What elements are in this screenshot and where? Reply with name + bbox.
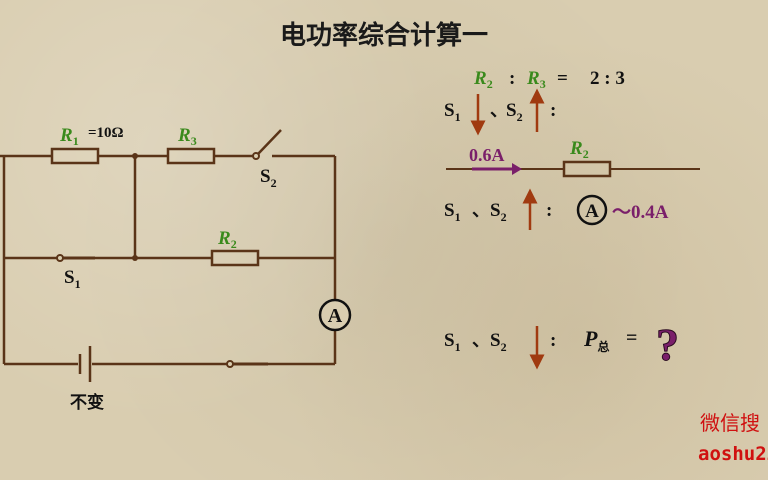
ammeter-symbol: A	[328, 305, 343, 327]
svg-text:、: 、	[472, 330, 490, 351]
watermark-line-2: aoshu22	[698, 443, 768, 465]
r2-small-label: R2	[569, 138, 589, 161]
condition-line-2: S1 、 S2 : A ～0.4A	[444, 188, 669, 230]
switch-bottom	[226, 360, 268, 368]
svg-text::: :	[509, 68, 515, 89]
condition-line-1: S1 、 S2 :	[444, 88, 556, 136]
s1-label: S1	[64, 267, 81, 291]
svg-text:S1: S1	[444, 100, 461, 124]
circuit-diagram	[0, 154, 337, 366]
ammeter-reading: ～0.4A	[612, 202, 669, 223]
ammeter: A	[318, 298, 352, 332]
svg-text:R3: R3	[526, 68, 546, 91]
junction-dot-mid	[132, 255, 138, 261]
svg-text::: :	[550, 100, 556, 121]
r1-value: =10Ω	[88, 125, 124, 141]
svg-text:S1: S1	[444, 330, 461, 354]
junction-dot-top	[132, 153, 138, 159]
total-power-symbol: P总	[583, 326, 609, 354]
resistor-r2	[210, 249, 260, 267]
slide-title: 电功率综合计算一	[280, 20, 488, 51]
resistor-r2-small	[562, 160, 612, 178]
ratio-line: R2 : R3 = 2 : 3	[473, 68, 625, 91]
svg-text:=: =	[626, 327, 637, 349]
svg-text:A: A	[585, 201, 599, 222]
resistor-r1	[50, 147, 100, 165]
svg-text:S2: S2	[490, 200, 507, 224]
r3-label: R3	[177, 125, 197, 148]
svg-text::: :	[550, 330, 556, 351]
svg-text:、: 、	[490, 100, 508, 121]
svg-text:R2: R2	[473, 68, 493, 91]
ammeter-small-icon	[576, 194, 608, 226]
battery-unchanged-note: 不变	[70, 392, 104, 413]
r1-label: R1	[59, 125, 79, 148]
question-mark: ?	[656, 319, 679, 370]
condition-line-3: S1 、 S2 : P总 = ?	[444, 319, 680, 371]
current-wire-diagram: 0.6A R2	[446, 138, 700, 178]
switch-s2	[252, 129, 282, 160]
r2-label: R2	[217, 228, 237, 251]
current-label: 0.6A	[469, 145, 505, 165]
switch-s1	[56, 254, 95, 262]
watermark-line-1: 微信搜	[700, 411, 760, 435]
svg-text:S1: S1	[444, 200, 461, 224]
svg-text:=: =	[557, 68, 568, 89]
svg-text:2 : 3: 2 : 3	[590, 68, 625, 89]
svg-text:S2: S2	[490, 330, 507, 354]
svg-text:、: 、	[472, 200, 490, 221]
svg-text:S2: S2	[506, 100, 523, 124]
resistor-r3	[166, 147, 216, 165]
s2-label: S2	[260, 166, 277, 190]
battery	[78, 346, 92, 382]
svg-text::: :	[546, 200, 552, 221]
